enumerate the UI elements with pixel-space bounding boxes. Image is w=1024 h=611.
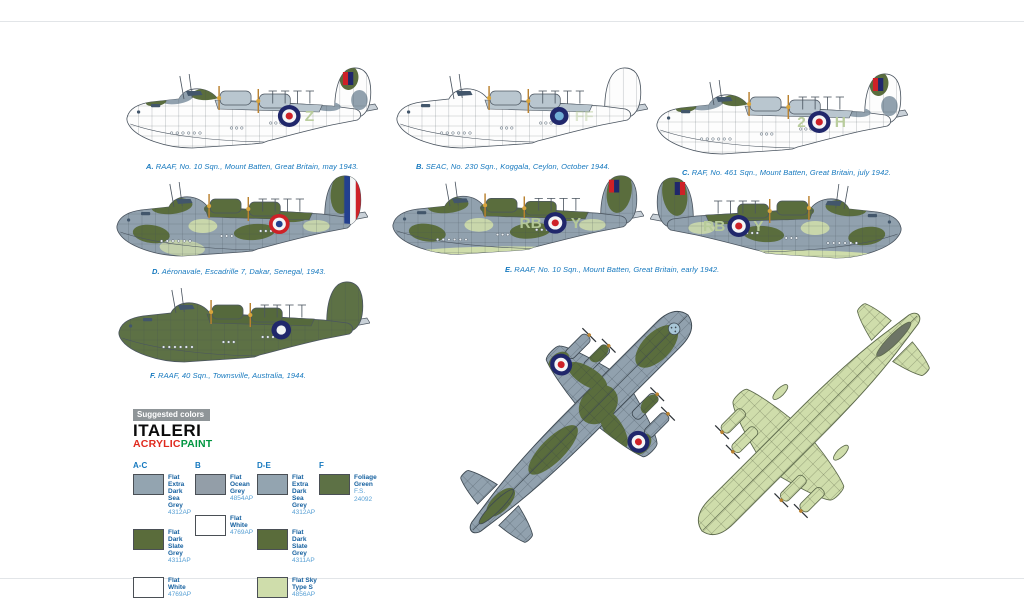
color-chip [195, 474, 226, 495]
color-chip [133, 474, 164, 495]
side-profile-e-starboard: RB Y [650, 170, 908, 270]
swatch-name: Flat Extra Dark Sea Grey [168, 474, 185, 509]
swatch-code: 4854AP [230, 495, 254, 502]
swatch-code: 4312AP [292, 509, 316, 516]
color-chip [257, 529, 288, 550]
side-profile-f [112, 274, 370, 374]
column-label: A-C [133, 461, 148, 470]
caption-d-text: Aéronavale, Escadrille 7, Dakar, Senegal… [161, 267, 326, 276]
svg-text:RB: RB [703, 218, 725, 235]
color-chip [319, 474, 350, 495]
side-profile-d [110, 168, 368, 268]
swatch-name: Flat Extra Dark Sea Grey [292, 474, 309, 509]
svg-text:FF: FF [575, 108, 594, 125]
caption-e: E.RAAF, No. 10 Sqn., Mount Batten, Great… [505, 265, 719, 274]
side-profile-e-port: RB Y [386, 168, 644, 266]
paint-legend: Suggested colors ITALERI ACRYLICPAINT A-… [133, 404, 413, 611]
caption-b: B.SEAC, No. 230 Sqn., Koggala, Ceylon, O… [416, 162, 610, 171]
column-label: D-E [257, 461, 271, 470]
caption-b-text: SEAC, No. 230 Sqn., Koggala, Ceylon, Oct… [425, 162, 610, 171]
caption-f-text: RAAF, 40 Sqn., Townsville, Australia, 19… [158, 371, 306, 380]
top-view-underside [645, 248, 985, 588]
swatch-code: 4311AP [292, 557, 315, 564]
caption-d: D.Aéronavale, Escadrille 7, Dakar, Seneg… [152, 267, 326, 276]
swatch-code: F.S. 24092 [354, 488, 373, 503]
color-chip [195, 515, 226, 536]
acrylic-word: ACRYLIC [133, 438, 181, 450]
caption-b-letter: B. [416, 162, 424, 171]
svg-text:H: H [835, 114, 846, 131]
color-chip [257, 577, 288, 598]
color-chip [257, 474, 288, 495]
caption-c: C.RAF, No. 461 Sqn., Mount Batten, Great… [682, 168, 891, 177]
caption-e-letter: E. [505, 265, 513, 274]
swatch-name: Flat Sky Type S [292, 577, 317, 591]
caption-c-letter: C. [682, 168, 690, 177]
caption-e-text: RAAF, No. 10 Sqn., Mount Batten, Great B… [514, 265, 720, 274]
svg-text:RB: RB [519, 215, 541, 232]
sheet-bottom-edge [0, 578, 1024, 579]
side-profile-a: Z [120, 60, 378, 160]
color-chip [133, 577, 164, 598]
sheet-top-edge [0, 21, 1024, 22]
column-label: F [319, 461, 324, 470]
suggested-colors-badge: Suggested colors [133, 409, 211, 421]
caption-f-letter: F. [150, 371, 157, 380]
caption-f: F.RAAF, 40 Sqn., Townsville, Australia, … [150, 371, 306, 380]
swatch-name: Flat Dark Slate Grey [292, 529, 308, 557]
swatch-code: 4769AP [168, 591, 192, 598]
svg-text:Z: Z [305, 108, 314, 125]
swatch-name: Foliage Green [354, 474, 377, 488]
swatch-code: 4312AP [168, 509, 192, 516]
caption-a-letter: A. [146, 162, 154, 171]
side-profile-b: FF [390, 60, 648, 160]
swatch-code: 4769AP [230, 529, 254, 536]
column-label: B [195, 461, 201, 470]
caption-c-text: RAF, No. 461 Sqn., Mount Batten, Great B… [691, 168, 891, 177]
svg-text:Y: Y [753, 218, 763, 235]
svg-text:Y: Y [571, 215, 581, 232]
svg-text:2: 2 [797, 114, 806, 131]
caption-a-text: RAAF, No. 10 Sqn., Mount Batten, Great B… [155, 162, 359, 171]
swatch-name: Flat Dark Slate Grey [168, 529, 184, 557]
swatch-name: Flat White [168, 577, 186, 591]
swatch-code: 4856AP [292, 591, 316, 598]
caption-d-letter: D. [152, 267, 160, 276]
caption-a: A.RAAF, No. 10 Sqn., Mount Batten, Great… [146, 162, 358, 171]
top-view-camouflage [405, 258, 745, 598]
swatch-name: Flat White [230, 515, 248, 529]
paint-word: PAINT [180, 438, 213, 450]
swatch-name: Flat Ocean Grey [230, 474, 250, 495]
swatch-code: 4311AP [168, 557, 191, 564]
acrylicpaint-logo: ACRYLICPAINT [133, 438, 413, 450]
color-chip [133, 529, 164, 550]
italeri-logo: ITALERI [133, 421, 202, 440]
